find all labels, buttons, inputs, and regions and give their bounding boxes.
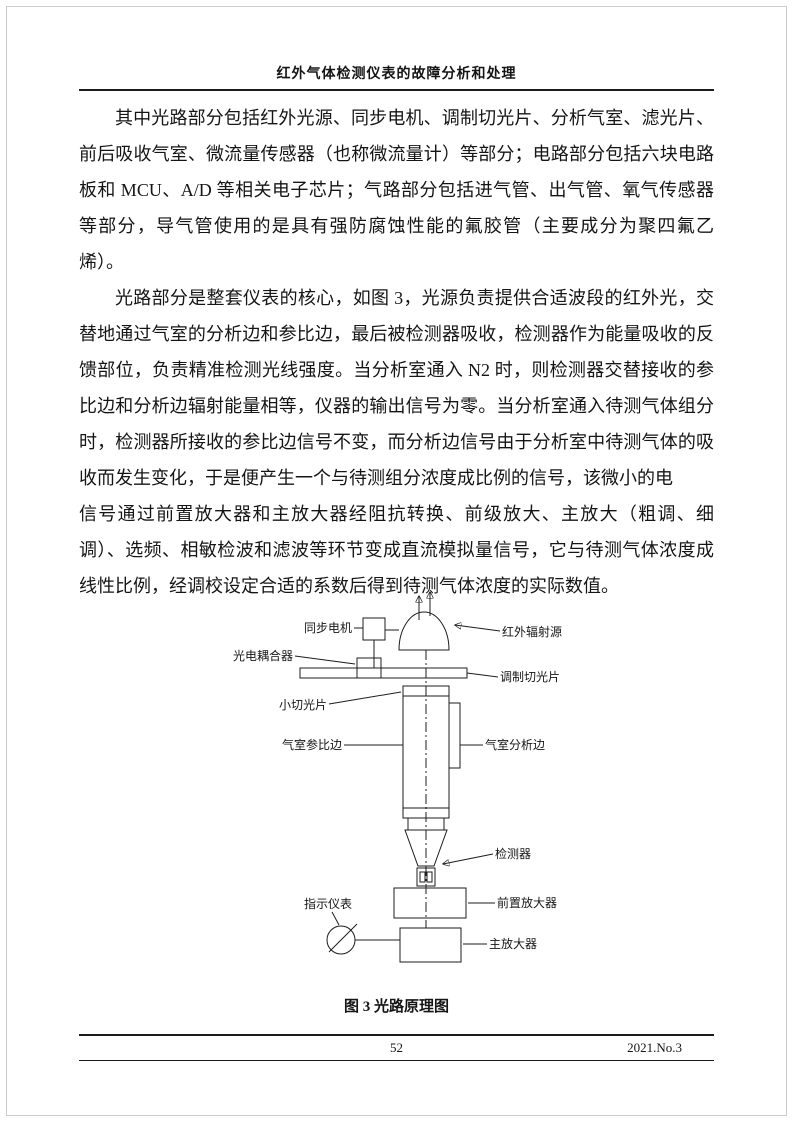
- figure-caption: 图 3 光路原理图: [343, 999, 449, 1015]
- cell-analysis-side-label: 气室分析边: [485, 737, 545, 752]
- paragraph-components: 其中光路部分包括红外光源、同步电机、调制切光片、分析气室、滤光片、前后吸收气室、…: [79, 108, 714, 272]
- paragraph-optical-principle: 光路部分是整套仪表的核心，如图 3，光源负责提供合适波段的红外光，交替地通过气室…: [79, 288, 714, 488]
- page-header-title: 红外气体检测仪表的故障分析和处理: [276, 67, 517, 82]
- detector-label: 检测器: [495, 846, 531, 861]
- ir-source-label: 红外辐射源: [502, 624, 562, 639]
- journal-issue: 2021.No.3: [627, 1040, 682, 1055]
- article-body: 其中光路部分包括红外光源、同步电机、调制切光片、分析气室、滤光片、前后吸收气室、…: [79, 100, 714, 604]
- optical-path-diagram: 同步电机 光电耦合器 红外辐射源 调制切光片 小切光片 气室参比边 气室分析边: [233, 588, 562, 963]
- preamplifier-box: [393, 887, 467, 919]
- modulation-chopper-bar: [299, 667, 468, 679]
- modulation-chopper-pointer: [466, 672, 499, 678]
- main-amplifier-label: 主放大器: [489, 936, 537, 951]
- small-chopper-label: 小切光片: [279, 698, 327, 712]
- sync-motor-label: 同步电机: [304, 621, 352, 635]
- paragraph-signal-chain: 信号通过前置放大器和主放大器经阻抗转换、前级放大、主放大（粗调、细调）、选频、相…: [79, 504, 714, 596]
- emission-arrows: [419, 592, 430, 620]
- indicator-meter-pointer: [331, 911, 340, 926]
- small-chopper-pointer: [328, 691, 402, 705]
- sync-motor-box: [362, 617, 399, 668]
- modulation-chopper-label: 调制切光片: [500, 670, 560, 684]
- indicator-meter-dial: [326, 923, 400, 955]
- ir-source-pointer: [455, 625, 501, 632]
- cell-reference-side-label: 气室参比边: [282, 737, 342, 752]
- preamplifier-label: 前置放大器: [497, 895, 557, 910]
- main-amplifier-box: [399, 927, 462, 963]
- detector-pointer: [443, 853, 494, 864]
- header-rule: [79, 89, 714, 91]
- ir-source-dome: [398, 611, 450, 651]
- analysis-side-bracket: [449, 702, 461, 769]
- detector-box: [416, 867, 436, 887]
- page-number: 52: [390, 1040, 403, 1055]
- detector-funnel: [404, 829, 448, 867]
- footer-rule-top: [79, 1034, 714, 1036]
- photo-coupler-label: 光电耦合器: [233, 648, 293, 663]
- photo-coupler-pointer: [294, 655, 356, 665]
- indicator-meter-label: 指示仪表: [304, 896, 352, 911]
- footer-rule-bottom: [79, 1060, 714, 1061]
